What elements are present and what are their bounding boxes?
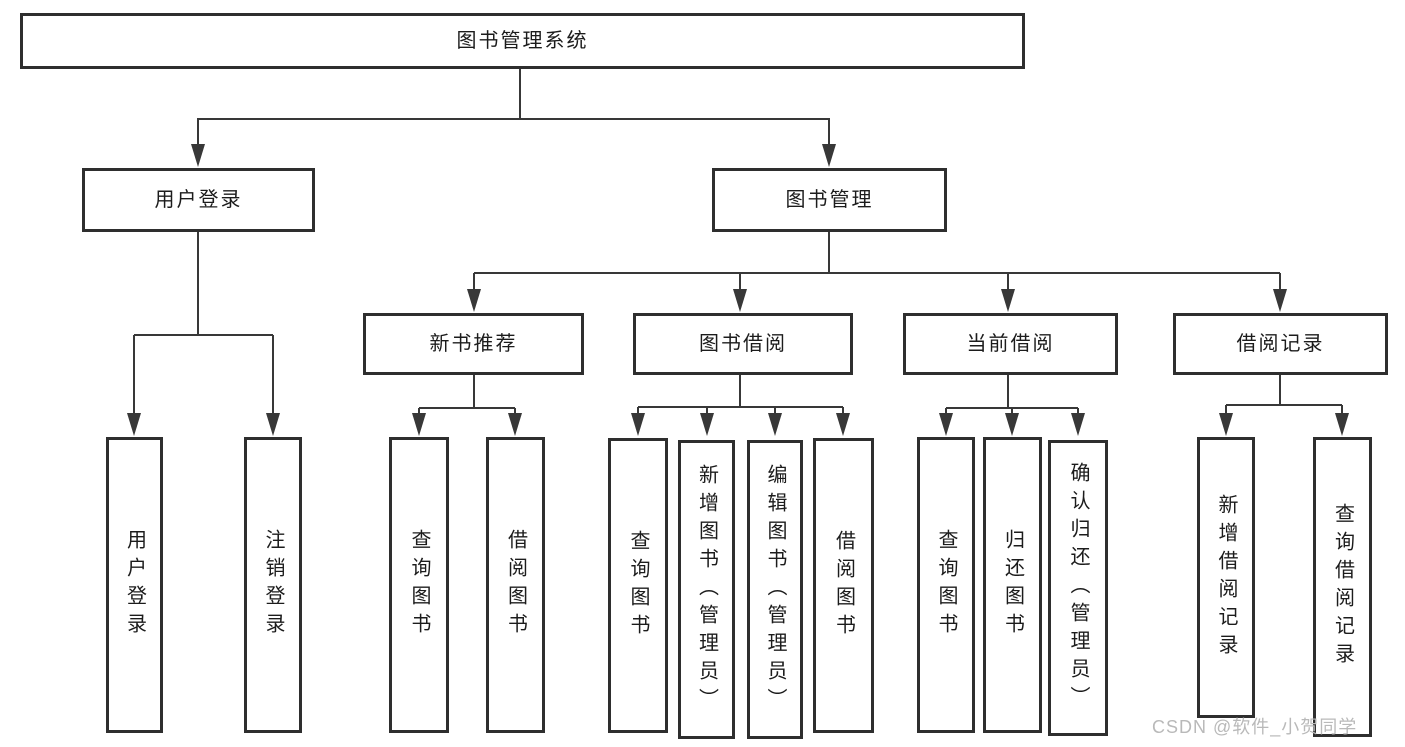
node-current-borrow: 当前借阅: [903, 313, 1118, 375]
leaf-borrow-edit-books-admin: 编辑图书（管理员）: [747, 440, 803, 739]
leaf-label: 查询图书: [408, 529, 430, 641]
leaf-rec-borrow-books: 借阅图书: [486, 437, 545, 733]
leaf-label: 新增图书（管理员）: [695, 463, 718, 716]
leaf-borrow-borrow-books: 借阅图书: [813, 438, 874, 733]
leaf-label: 注销登录: [262, 529, 284, 641]
leaf-current-query-books: 查询图书: [917, 437, 975, 733]
leaf-label: 借阅图书: [832, 529, 855, 642]
node-book-manage: 图书管理: [712, 168, 947, 232]
leaf-record-query-borrow-record: 查询借阅记录: [1313, 437, 1372, 737]
leaf-borrow-query-books: 查询图书: [608, 438, 668, 733]
node-new-book-recommend: 新书推荐: [363, 313, 584, 375]
leaf-label: 确认归还（管理员）: [1067, 462, 1089, 714]
leaf-label: 查询图书: [627, 529, 649, 642]
leaf-label: 借阅图书: [504, 529, 527, 641]
node-user-login: 用户登录: [82, 168, 315, 232]
leaf-current-confirm-return-admin: 确认归还（管理员）: [1048, 440, 1108, 736]
node-borrow-records: 借阅记录: [1173, 313, 1388, 375]
leaf-record-add-borrow-record: 新增借阅记录: [1197, 437, 1255, 718]
node-root: 图书管理系统: [20, 13, 1025, 69]
leaf-label: 查询借阅记录: [1331, 503, 1354, 671]
leaf-user-login: 用户登录: [106, 437, 163, 733]
leaf-rec-query-books: 查询图书: [389, 437, 449, 733]
leaf-borrow-add-books-admin: 新增图书（管理员）: [678, 440, 735, 739]
leaf-logout: 注销登录: [244, 437, 302, 733]
leaf-label: 新增借阅记录: [1215, 493, 1237, 662]
leaf-label: 归还图书: [1001, 529, 1024, 641]
csdn-watermark: CSDN @软件_小贺同学: [1152, 717, 1358, 737]
arrowhead-icons: [127, 144, 1349, 436]
leaf-label: 编辑图书（管理员）: [764, 463, 786, 716]
leaf-label: 用户登录: [123, 529, 146, 641]
leaf-current-return-books: 归还图书: [983, 437, 1042, 733]
leaf-label: 查询图书: [935, 529, 957, 641]
node-book-borrow: 图书借阅: [633, 313, 853, 375]
